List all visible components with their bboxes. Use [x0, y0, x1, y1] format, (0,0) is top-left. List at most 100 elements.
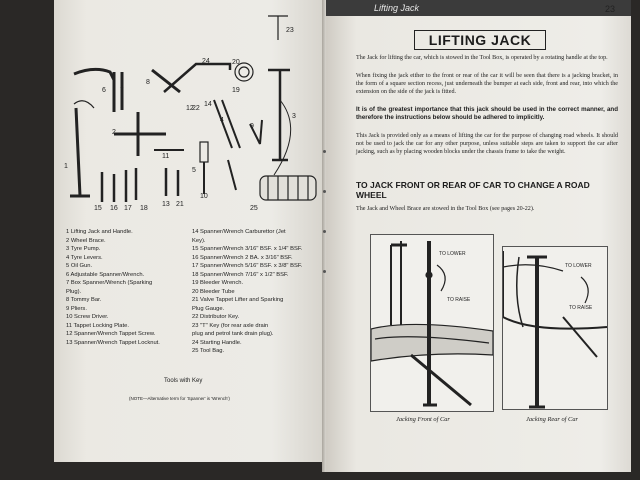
- wheel-brace-icon: [114, 112, 166, 156]
- binding-hole: [323, 230, 326, 233]
- svg-text:12: 12: [186, 105, 194, 112]
- svg-text:19: 19: [232, 87, 240, 94]
- terminology-note: (NOTE—Alternative term for 'Spanner' is …: [129, 396, 230, 401]
- list-item: 15 Spanner/Wrench 3/16" BSF. x 1/4" BSF.: [192, 246, 303, 252]
- screwdriver-icon: [199, 141, 209, 163]
- svg-text:5: 5: [192, 167, 196, 174]
- svg-text:15: 15: [94, 205, 102, 212]
- list-item: 1 Lifting Jack and Handle.: [66, 229, 133, 235]
- page-title: LIFTING JACK: [414, 30, 546, 50]
- svg-text:1: 1: [64, 163, 68, 170]
- list-item: 23 "T" Key (for rear axle drain: [192, 322, 269, 329]
- starting-handle-icon: [163, 62, 232, 93]
- figure-rear-jacking: TO LOWER TO RAISE: [502, 246, 608, 410]
- list-item: 17 Spanner/Wrench 5/16" BSF. x 3/8" BSF.: [192, 263, 303, 269]
- binding-hole: [323, 190, 326, 193]
- list-item: 18 Spanner/Wrench 7/16" x 1/2" BSF.: [192, 271, 289, 278]
- raise-label: TO RAISE: [447, 297, 471, 303]
- list-item: Plug Gauge.: [192, 305, 225, 312]
- spanner-icon: [100, 168, 180, 202]
- svg-text:4: 4: [220, 117, 224, 124]
- paragraph: When fixing the jack either to the front…: [356, 73, 618, 95]
- pliers-icon: [249, 119, 263, 145]
- tommy-bar-icon: [151, 68, 181, 94]
- list-item: 9 Pliers.: [66, 305, 87, 312]
- paragraph: This Jack is provided only as a means of…: [356, 133, 618, 155]
- t-key-icon: [268, 15, 288, 40]
- list-item: 2 Wheel Brace.: [66, 237, 106, 244]
- list-item: 20 Bleeder Tube: [192, 288, 235, 295]
- front-jacking-illustration: TO LOWER TO RAISE: [370, 241, 494, 407]
- list-item: 22 Distributor Key.: [192, 314, 240, 320]
- svg-text:24: 24: [202, 58, 210, 65]
- svg-text:21: 21: [176, 201, 184, 208]
- svg-text:11: 11: [162, 153, 169, 160]
- list-item: 16 Spanner/Wrench 2 BA. x 3/16" BSF.: [192, 254, 293, 261]
- page-header: [326, 0, 631, 16]
- svg-text:25: 25: [250, 205, 258, 212]
- tool-list-right: 14 Spanner/Wrench Carburettor (Jet Key).…: [192, 228, 324, 356]
- raise-label: TO RAISE: [569, 305, 593, 311]
- figure-caption: Jacking Front of Car: [396, 416, 450, 423]
- svg-text:13: 13: [162, 201, 170, 208]
- list-item: 11 Tappet Locking Plate.: [66, 322, 129, 329]
- list-item: Plug).: [66, 288, 82, 295]
- list-item: 8 Tommy Bar.: [66, 297, 102, 303]
- list-item: plug and petrol tank drain plug).: [192, 331, 274, 337]
- header-label: Lifting Jack: [374, 3, 420, 13]
- rear-jacking-illustration: TO LOWER TO RAISE: [502, 251, 608, 409]
- page-number: 23: [604, 4, 615, 14]
- list-item: 3 Tyre Pump.: [66, 246, 101, 252]
- svg-text:10: 10: [200, 193, 208, 200]
- list-item: 4 Tyre Levers.: [66, 254, 103, 261]
- svg-text:18: 18: [140, 205, 148, 212]
- svg-text:7: 7: [120, 87, 124, 94]
- list-item: Key).: [192, 237, 206, 244]
- figure-caption: Jacking Rear of Car: [526, 416, 579, 423]
- tyre-lever-icon: [213, 99, 241, 149]
- list-item: 12 Spanner/Wrench Tappet Screw.: [66, 331, 156, 337]
- section-heading: TO JACK FRONT OR REAR OF CAR TO CHANGE A…: [356, 180, 590, 200]
- lower-label: TO LOWER: [439, 251, 466, 257]
- paragraph: The Jack and Wheel Brace are stowed in t…: [356, 206, 535, 212]
- list-item: 13 Spanner/Wrench Tappet Locknut.: [66, 339, 160, 346]
- svg-text:20: 20: [232, 59, 240, 66]
- right-page: Lifting Jack 23 LIFTING JACK The Jack fo…: [326, 0, 631, 472]
- warning-text: It is of the greatest importance that th…: [356, 106, 618, 121]
- lower-label: TO LOWER: [565, 263, 592, 269]
- binding-hole: [323, 270, 326, 273]
- tyre-pump-icon: [268, 68, 290, 162]
- list-item: 10 Screw Driver.: [66, 314, 109, 320]
- box-spanner-icon: [112, 72, 124, 112]
- figure-front-jacking: TO LOWER TO RAISE: [370, 234, 494, 412]
- left-page: 23 24 20 6 7 8 19 1 2 3 4 9 14 12 22 11 …: [54, 0, 326, 462]
- list-item: 25 Tool Bag.: [192, 348, 225, 354]
- svg-text:8: 8: [146, 79, 150, 86]
- paragraph: The Jack for lifting the car, which is s…: [356, 55, 608, 61]
- svg-text:3: 3: [292, 113, 296, 120]
- lifting-jack-icon: [70, 107, 90, 198]
- bleeder-tube-icon: [234, 62, 254, 82]
- svg-text:9: 9: [250, 123, 254, 130]
- svg-text:22: 22: [192, 105, 200, 112]
- oil-gun-icon: [227, 159, 237, 191]
- list-item: 6 Adjustable Spanner/Wrench.: [66, 271, 145, 278]
- tools-caption: Tools with Key: [164, 378, 203, 384]
- list-item: 7 Box Spanner/Wrench (Sparking: [66, 280, 153, 286]
- binding-hole: [323, 150, 326, 153]
- tools-illustration: 23 24 20 6 7 8 19 1 2 3 4 9 14 12 22 11 …: [64, 15, 317, 212]
- list-item: 14 Spanner/Wrench Carburettor (Jet: [192, 229, 286, 235]
- svg-text:6: 6: [102, 87, 106, 94]
- list-item: 21 Valve Tappet Lifter and Sparking: [192, 297, 284, 303]
- svg-text:2: 2: [112, 129, 116, 136]
- adjustable-spanner-icon: [73, 67, 116, 81]
- list-item: 19 Bleeder Wrench.: [192, 280, 244, 286]
- tool-list-left: 1 Lifting Jack and Handle. 2 Wheel Brace…: [66, 228, 196, 347]
- list-item: 5 Oil Gun.: [66, 263, 93, 269]
- svg-text:14: 14: [204, 101, 212, 108]
- svg-text:23: 23: [286, 27, 294, 34]
- list-item: 24 Starting Handle.: [192, 339, 242, 346]
- svg-text:17: 17: [124, 205, 132, 212]
- svg-text:16: 16: [110, 205, 118, 212]
